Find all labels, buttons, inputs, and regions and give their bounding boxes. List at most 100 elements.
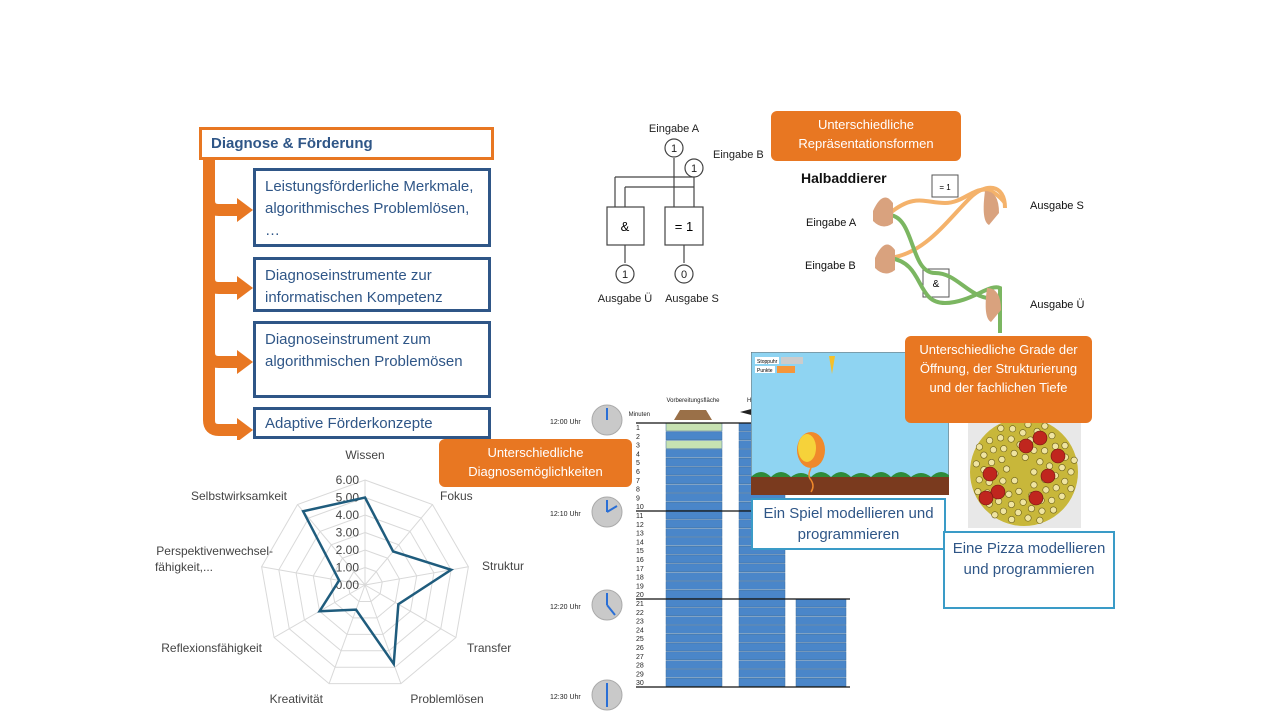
item-leistungsfoerderlich: Leistungsförderliche Merkmale, algorithm…	[253, 168, 491, 247]
timeline-block	[665, 616, 723, 625]
timeline-block	[738, 607, 786, 617]
pizza-cheese	[1067, 485, 1075, 493]
logic-ausgabe-u: Ausgabe Ü	[598, 293, 652, 305]
radar-chart: 0.001.002.003.004.005.006.00WissenFokusS…	[155, 448, 524, 706]
timeline-minute-label: 6	[636, 469, 640, 476]
timeline-block	[665, 669, 723, 678]
timeline-minute-label: 20	[636, 592, 644, 599]
pizza-cheese	[1049, 506, 1057, 514]
pizza-cheese	[997, 424, 1005, 432]
timeline-minute-label: 5	[636, 460, 640, 467]
timeline-block	[738, 616, 786, 625]
pizza-tomato	[1040, 468, 1056, 484]
timeline-block	[665, 633, 723, 643]
timeline-block	[738, 598, 786, 608]
caption-spiel: Ein Spiel modellieren und programmieren	[751, 498, 946, 550]
pizza-cheese	[997, 434, 1005, 442]
timeline-block	[665, 519, 723, 529]
pizza-cheese	[980, 451, 988, 459]
timeline-minute-label: 29	[636, 671, 644, 678]
timeline-block	[665, 537, 723, 546]
pizza-cheese	[1030, 468, 1038, 476]
timeline-block	[665, 572, 723, 581]
timeline-block	[665, 581, 723, 590]
pizza-cheese	[988, 459, 996, 467]
timeline-block	[795, 616, 847, 625]
timeline-block	[665, 440, 723, 449]
timeline-minute-label: 11	[636, 513, 643, 520]
radar-grid-ring	[312, 531, 418, 635]
pizza-cheese	[999, 507, 1007, 515]
halb-eingabe-a: Eingabe A	[806, 217, 857, 229]
radar-spoke	[364, 504, 433, 586]
radar-category-label: Problemlösen	[410, 692, 483, 706]
pizza-tomato	[1032, 430, 1048, 446]
timeline-block	[665, 677, 723, 687]
timeline-block	[795, 669, 847, 678]
pizza-cheese	[975, 443, 983, 451]
radar-tick-label: 0.00	[336, 578, 360, 592]
clock-time-label: 12:00 Uhr	[550, 419, 581, 426]
timeline-block	[738, 642, 786, 652]
connector-arrows	[203, 158, 253, 440]
pizza-cheese	[1019, 429, 1027, 437]
pizza-cheese	[1009, 425, 1017, 433]
pizza-cheese	[1005, 490, 1013, 498]
game-label-punkte: Punkte	[757, 368, 773, 374]
pizza-cheese	[1052, 484, 1060, 492]
timeline-block	[738, 589, 786, 599]
pizza-cheese	[1051, 442, 1059, 450]
logic-s-value: 0	[681, 269, 687, 281]
logic-circuit-diagram: Eingabe A Eingabe B 1 1 1 0 Ausgabe Ü Au…	[598, 123, 764, 305]
timeline-block	[665, 431, 723, 441]
radar-category-label: Kreativität	[270, 692, 324, 706]
timeline-minute-label: 7	[636, 478, 640, 485]
radar-spoke	[328, 584, 366, 684]
timeline-column-label: Vorbereitungsfläche	[666, 398, 720, 404]
pizza-cheese	[972, 460, 980, 468]
radar-spoke	[261, 566, 366, 586]
timeline-minutes-label: Minuten	[629, 412, 650, 418]
logic-b-value: 1	[691, 163, 697, 175]
callout-repraesentationsformen: Unterschiedliche Repräsentationsformen	[771, 111, 961, 161]
pizza-cheese	[989, 446, 997, 454]
pizza-cheese	[1021, 453, 1029, 461]
pizza-cheese	[1042, 486, 1050, 494]
pizza-cheese	[1015, 487, 1023, 495]
pizza-cheese	[998, 456, 1006, 464]
pizza-cheese	[1070, 456, 1078, 464]
radar-tick-label: 4.00	[336, 508, 360, 522]
radar-grid-ring	[330, 549, 400, 619]
pizza-cheese	[986, 437, 994, 445]
radar-spoke	[297, 504, 366, 586]
pizza-tomato	[978, 490, 994, 506]
timeline-minute-label: 12	[636, 522, 644, 529]
radar-tick-label: 2.00	[336, 543, 360, 557]
pizza-cheese	[1010, 449, 1018, 457]
radar-category-label: Fokus	[440, 489, 473, 503]
callout-grade-der-oeffnung: Unterschiedliche Grade der Öffnung, der …	[905, 336, 1092, 423]
logic-ausgabe-s: Ausgabe S	[665, 293, 719, 305]
radar-series	[301, 496, 455, 668]
clock-hand	[606, 505, 618, 513]
pizza-cheese	[1058, 464, 1066, 472]
timeline-minute-label: 25	[636, 636, 644, 643]
item-diagnoseinstrument-problemloesen: Diagnoseinstrument zum algorithmischen P…	[253, 321, 491, 398]
caption-pizza: Eine Pizza modellieren und programmieren	[943, 531, 1115, 609]
timeline-minute-label: 24	[636, 627, 644, 634]
timeline-block	[795, 607, 847, 617]
radar-category-label: Struktur	[482, 559, 524, 573]
pizza-cheese	[1058, 492, 1066, 500]
timeline-minute-label: 26	[636, 645, 644, 652]
pizza-cheese	[1024, 514, 1032, 522]
pizza-cheese	[1003, 465, 1011, 473]
timeline-block	[738, 633, 786, 643]
timeline-block	[665, 528, 723, 537]
pizza-tomato	[1050, 448, 1066, 464]
radar-spoke	[364, 584, 402, 684]
timeline-block	[665, 484, 723, 493]
halb-xor-gate: = 1	[939, 183, 951, 192]
timeline-block	[738, 651, 786, 661]
pizza-cheese	[975, 476, 983, 484]
timeline-minute-label: 9	[636, 495, 640, 502]
